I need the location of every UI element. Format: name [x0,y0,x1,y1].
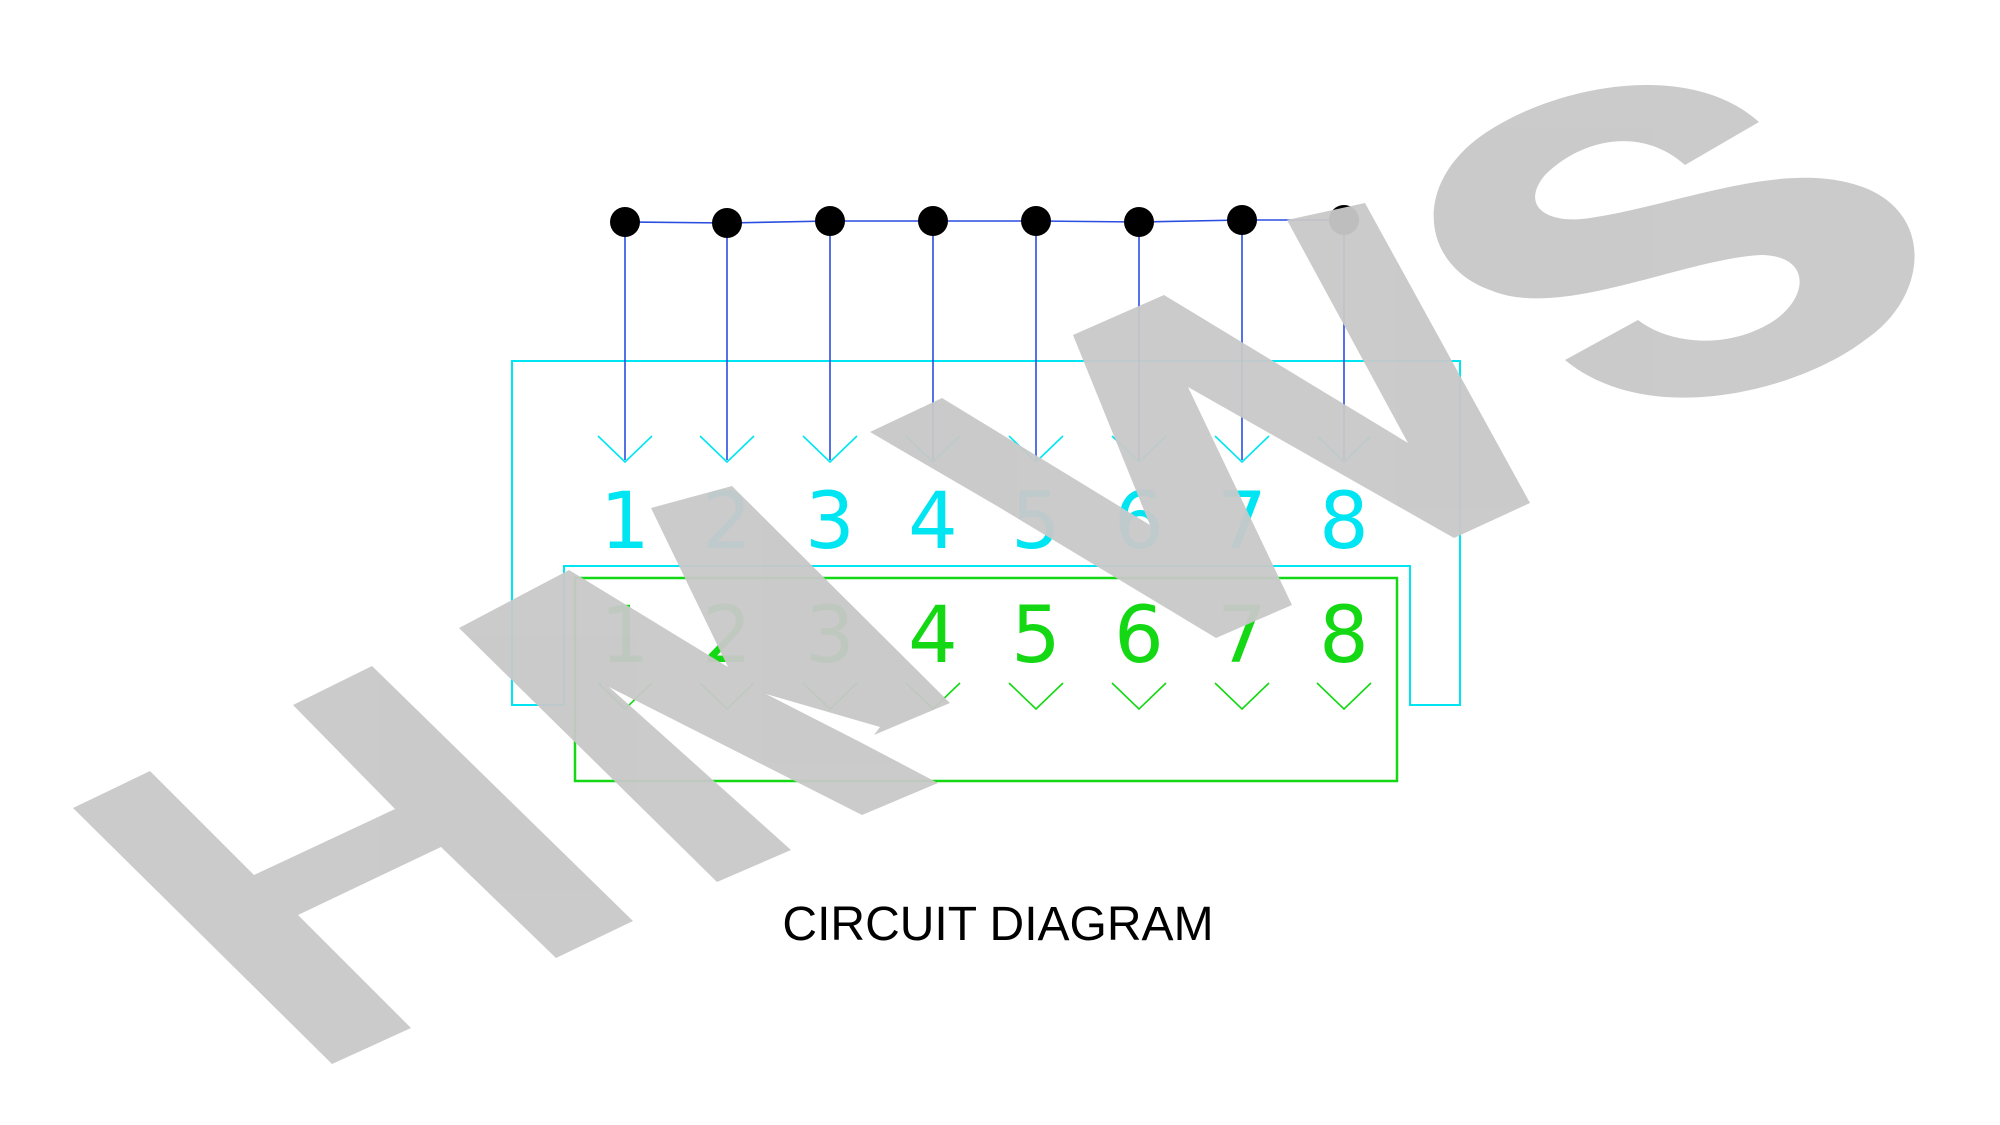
hmws-watermark-logo [73,84,1915,1064]
bottom-pin-arrow-7 [1214,682,1270,711]
watermark-letter-m [459,486,950,882]
top-pin-label-8: 8 [1319,477,1369,567]
diagram-caption: CIRCUIT DIAGRAM [782,898,1213,951]
junction-node-7 [1227,205,1257,235]
bottom-pin-label-8: 8 [1319,591,1369,681]
top-pin-arrow-3 [802,435,858,464]
top-pin-arrow-7 [1214,435,1270,464]
watermark-letter-w [870,203,1530,638]
watermark-letter-s [1433,84,1915,398]
bottom-pin-label-5: 5 [1011,591,1061,681]
top-pin-arrow-2 [699,435,755,464]
junction-node-2 [712,208,742,238]
top-pin-arrow-1 [597,435,653,464]
bottom-pin-arrow-5 [1008,682,1064,711]
bottom-pin-arrow-8 [1316,682,1372,711]
junction-node-4 [918,206,948,236]
junction-node-6 [1124,207,1154,237]
wire-bus-line [624,219,1344,224]
junction-node-5 [1021,206,1051,236]
bottom-pin-arrow-6 [1111,682,1167,711]
junction-node-3 [815,206,845,236]
top-pin-label-3: 3 [805,477,855,567]
top-pin-label-1: 1 [600,477,650,567]
junction-node-1 [610,207,640,237]
watermark-letter-h [73,666,633,1064]
bottom-pin-label-4: 4 [908,591,958,681]
bottom-pin-label-6: 6 [1114,591,1164,681]
top-pin-label-4: 4 [908,477,958,567]
